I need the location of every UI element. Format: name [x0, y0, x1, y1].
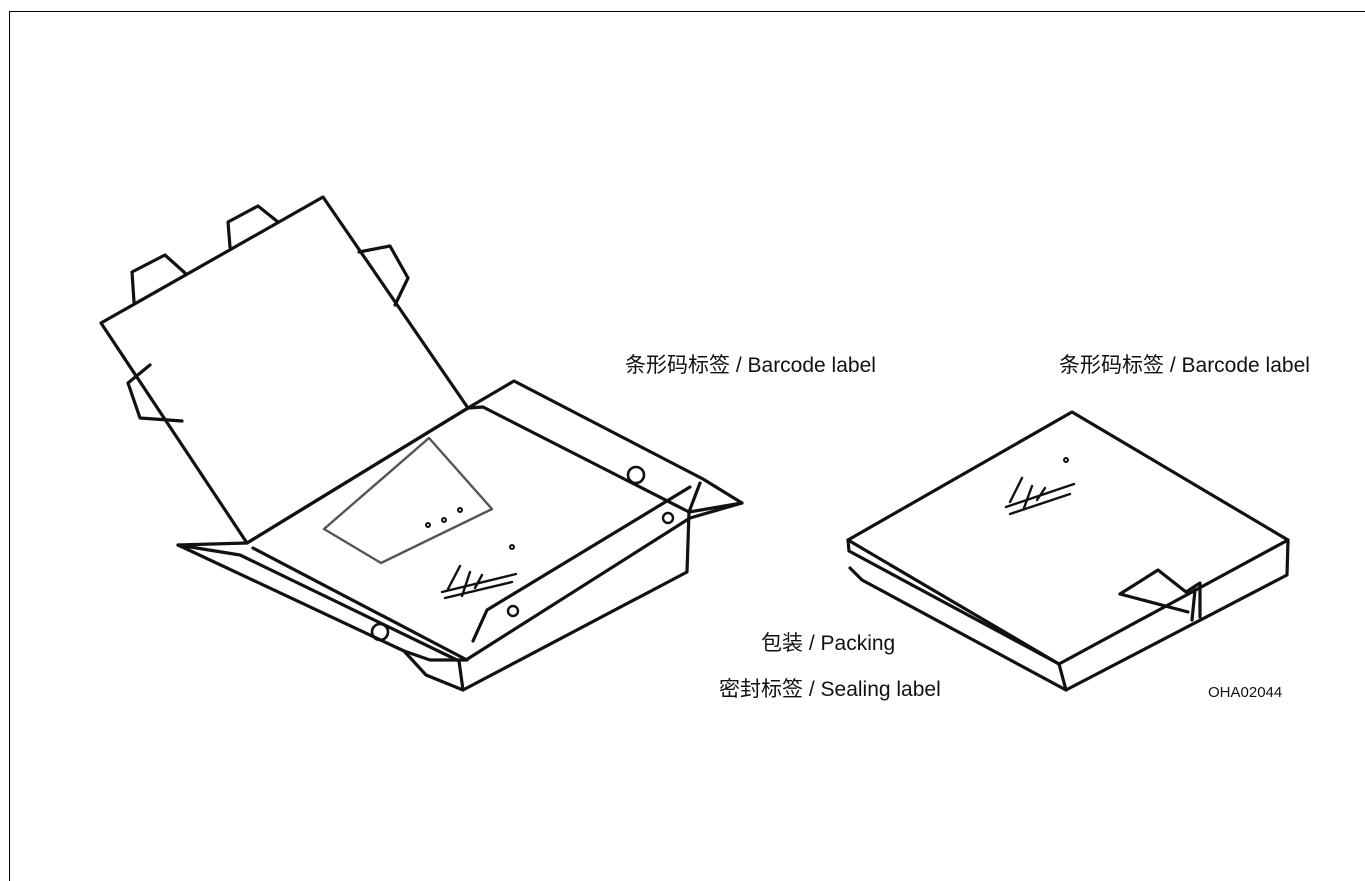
sealing-label: [1118, 588, 1197, 622]
open-box-front-flap: [176, 543, 461, 663]
label-dot: [425, 522, 431, 528]
lid-tab: [226, 204, 280, 249]
closed-box-front: [846, 538, 1061, 666]
sealing-label-text: 密封标签 / Sealing label: [719, 678, 941, 701]
open-box-illustration: [99, 195, 744, 692]
sealing-label: [1118, 568, 1202, 619]
logo-mark: [440, 564, 518, 600]
open-box-lid: [99, 195, 470, 545]
sealing-circle: [661, 511, 675, 525]
open-box-right-flap: [687, 481, 744, 514]
label-dot: [1063, 457, 1069, 463]
open-box-front-wall: [457, 510, 691, 692]
closed-box-side: [1057, 538, 1290, 692]
lid-tab: [357, 244, 410, 307]
open-box-base: [176, 379, 744, 662]
sealing-circle: [626, 465, 646, 485]
sealing-circle: [506, 604, 520, 618]
closed-box-top: [846, 410, 1290, 666]
lid-tab: [126, 363, 184, 423]
open-box-side: [466, 405, 691, 514]
label-dot: [441, 517, 447, 523]
barcode-label-outline: [322, 436, 494, 565]
figure-code: OHA02044: [1208, 684, 1283, 701]
sealing-circle: [370, 622, 390, 642]
label-dot: [457, 507, 463, 513]
barcode-label-right: 条形码标签 / Barcode label: [1059, 354, 1310, 377]
lid-tab: [130, 253, 187, 304]
open-box-front-wall: [402, 649, 465, 692]
logo-mark: [1004, 476, 1076, 516]
open-box-front-wall: [251, 546, 469, 662]
packing-label: 包装 / Packing: [761, 632, 896, 655]
closed-box-bottom-edge: [848, 566, 1068, 692]
barcode-label-left: 条形码标签 / Barcode label: [625, 354, 876, 377]
figure-frame: [9, 11, 1365, 881]
label-dot: [509, 544, 515, 550]
closed-box-illustration: [846, 410, 1290, 692]
open-box-fold: [471, 485, 692, 643]
